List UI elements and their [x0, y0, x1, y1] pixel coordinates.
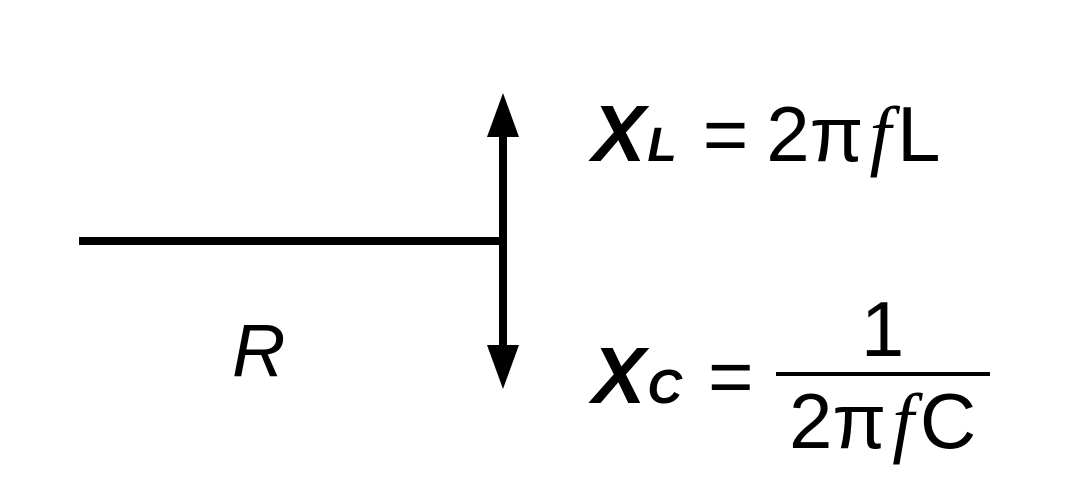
xl-equals-sign: =: [702, 90, 749, 178]
xc-two-pi: 2π: [788, 377, 887, 465]
xl-inductance-var: L: [897, 90, 941, 178]
reactance-up-arrowhead: [487, 93, 519, 137]
xl-two-pi: 2π: [766, 90, 864, 178]
xc-capacitance-var: C: [919, 377, 977, 465]
xc-symbol: X: [592, 330, 646, 420]
xc-frequency-var: f: [892, 378, 914, 465]
xl-symbol: X: [592, 89, 646, 178]
xc-subscript: C: [647, 360, 683, 414]
xc-equals-sign: =: [708, 331, 754, 420]
reactance-down-arrowhead: [487, 345, 519, 389]
xc-numerator: 1: [860, 285, 905, 373]
xl-subscript: L: [647, 119, 677, 172]
xc-denominator: 2πfC: [789, 376, 976, 461]
xl-frequency-var: f: [869, 91, 892, 178]
xc-fraction-bar: [775, 372, 990, 376]
xc-fraction: 1 2πfC: [775, 285, 990, 461]
xl-expression: 2πfL: [766, 95, 940, 174]
resistance-label: R: [232, 309, 286, 392]
